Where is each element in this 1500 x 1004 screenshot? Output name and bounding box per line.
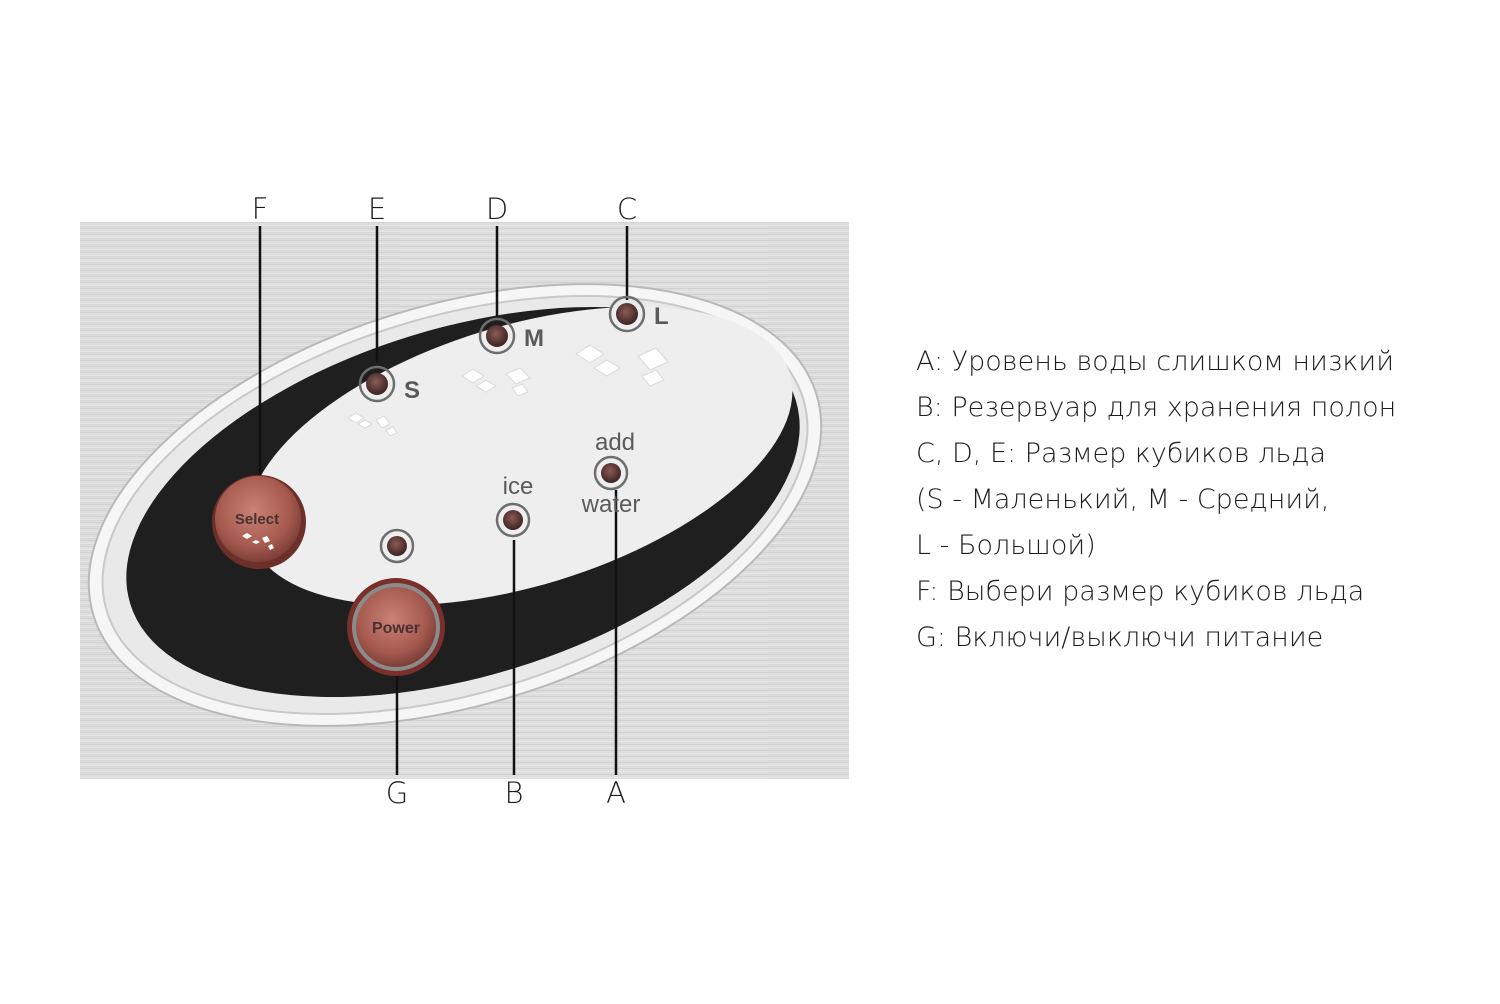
legend-line-a: A: Уровень воды слишком низкий bbox=[916, 346, 1394, 377]
callout-label-g: G bbox=[385, 776, 409, 810]
callout-label-c: C bbox=[616, 192, 638, 226]
callout-lines bbox=[258, 226, 629, 775]
size-label-large: L bbox=[654, 303, 669, 330]
ice-cube-icon-medium bbox=[461, 367, 531, 397]
select-button[interactable]: Select bbox=[212, 475, 306, 569]
callout-label-b: B bbox=[504, 776, 524, 810]
indicator-medium-led bbox=[478, 317, 516, 355]
select-button-label: Select bbox=[235, 511, 279, 528]
ice-cube-icon-large bbox=[575, 344, 669, 387]
callout-label-d: D bbox=[485, 192, 509, 226]
ice-full-label: ice bbox=[503, 473, 534, 500]
size-label-medium: M bbox=[524, 325, 544, 352]
callout-label-a: A bbox=[606, 776, 626, 810]
power-led bbox=[379, 528, 415, 564]
ice-cube-icon-small bbox=[347, 412, 398, 437]
add-water-label-top: add bbox=[595, 429, 635, 456]
callout-label-f: F bbox=[251, 192, 269, 226]
callout-label-e: E bbox=[367, 192, 387, 226]
legend-line-sizes-2: L - Большой) bbox=[916, 530, 1096, 561]
size-label-small: S bbox=[404, 377, 420, 404]
add-water-led bbox=[593, 455, 629, 491]
ice-full-led bbox=[495, 502, 531, 538]
indicator-large-led bbox=[608, 295, 646, 333]
indicator-small-led bbox=[358, 365, 396, 403]
legend-line-sizes-1: (S - Маленький, M - Средний, bbox=[916, 484, 1330, 515]
power-button-label: Power bbox=[372, 620, 420, 637]
legend-line-cde: C, D, E: Размер кубиков льда bbox=[916, 438, 1327, 469]
legend-line-g: G: Включи/выключи питание bbox=[916, 622, 1324, 653]
power-button[interactable]: Power bbox=[347, 578, 445, 676]
legend-line-f: F: Выбери размер кубиков льда bbox=[916, 576, 1365, 607]
legend-line-b: B: Резервуар для хранения полон bbox=[916, 392, 1397, 423]
ice-cube-icon-select bbox=[242, 533, 274, 550]
legend: A: Уровень воды слишком низкий B: Резерв… bbox=[916, 342, 1476, 664]
add-water-label-bottom: water bbox=[581, 491, 641, 518]
